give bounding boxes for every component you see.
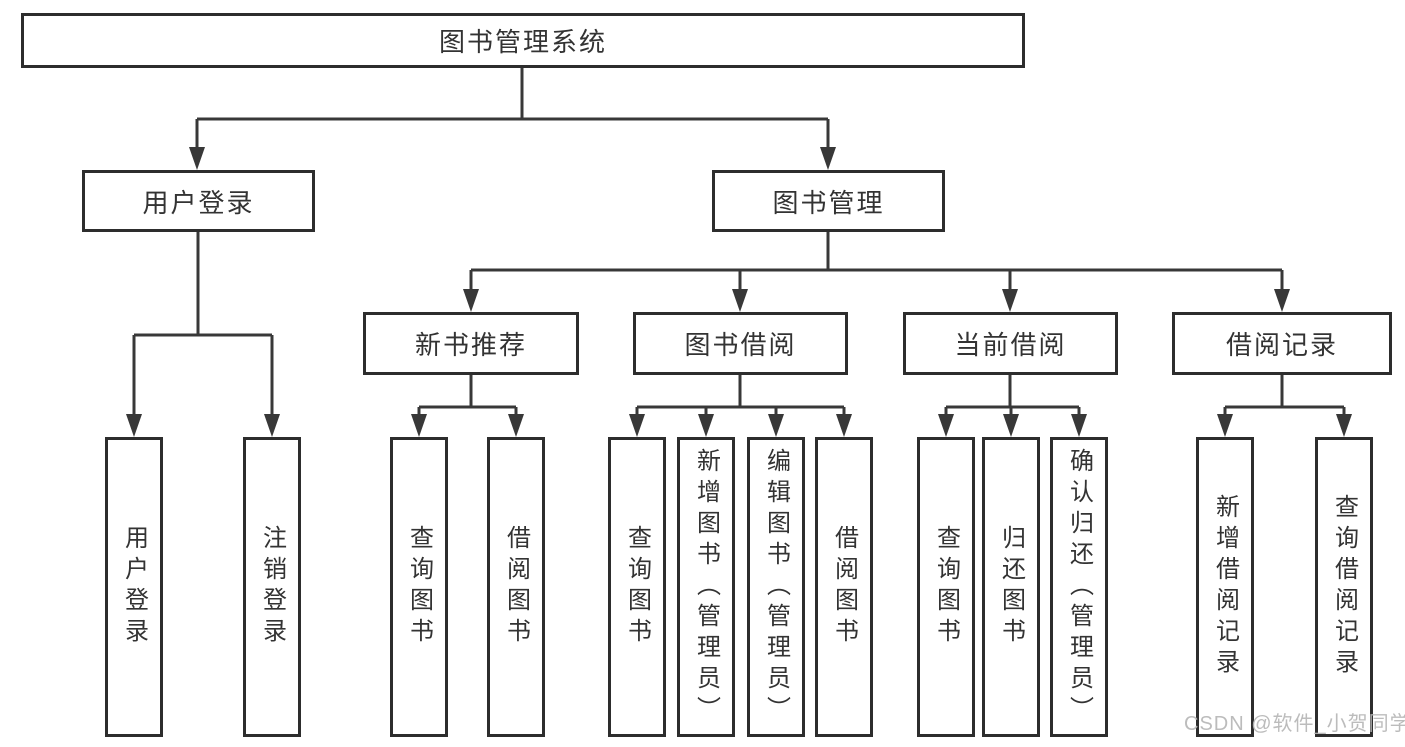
leaf-query-books-borrowing: 查询图书 [608,437,666,737]
node-label: 新增图书（管理员） [692,447,720,727]
connector-recommend-branch [417,375,518,416]
arrow-icon [629,414,645,437]
arrow-icon [1003,414,1019,437]
leaf-logout: 注销登录 [243,437,301,737]
connector-records-branch [1223,375,1346,416]
node-label: 图书管理 [772,187,885,218]
arrow-icon [463,289,479,312]
node-label: 当前借阅 [954,330,1067,360]
arrow-icon [264,414,280,437]
leaf-return-books: 归还图书 [982,437,1040,737]
connector-current-branch [944,375,1081,416]
arrow-icon [508,414,524,437]
leaf-user-login: 用户登录 [105,437,163,737]
leaf-confirm-return-admin: 确认归还（管理员） [1050,437,1108,737]
node-new-book-recommendation: 新书推荐 [363,312,579,375]
arrow-icon [820,147,836,170]
arrow-icon [189,147,205,170]
connector-borrowing-branch [635,375,846,416]
arrow-icon [732,289,748,312]
node-book-borrowing: 图书借阅 [633,312,848,375]
node-label: 编辑图书（管理员） [762,447,790,727]
leaf-add-book-admin: 新增图书（管理员） [677,437,735,737]
arrow-icon [836,414,852,437]
leaf-query-borrow-record: 查询借阅记录 [1315,437,1373,737]
node-library-management-system: 图书管理系统 [21,13,1025,68]
connector-root-to-level2 [195,68,830,150]
arrow-icon [1002,289,1018,312]
node-label: 查询借阅记录 [1330,494,1358,680]
csdn-watermark: CSDN @软件_小贺同学 [1184,713,1405,735]
arrow-icon [126,414,142,437]
connector-user-login-branch [132,232,274,416]
arrow-icon [411,414,427,437]
node-label: 借阅记录 [1225,330,1338,360]
arrow-icon [1274,289,1290,312]
node-label: 借阅图书 [502,525,530,649]
node-label: 查询图书 [623,525,651,649]
node-label: 新增借阅记录 [1211,494,1239,680]
node-user-login: 用户登录 [82,170,315,232]
arrow-icon [768,414,784,437]
leaf-borrow-books-borrowing: 借阅图书 [815,437,873,737]
arrowheads [126,147,1352,437]
arrow-icon [698,414,714,437]
node-label: 查询图书 [932,525,960,649]
node-label: 图书管理系统 [438,27,607,57]
node-label: 用户登录 [120,525,148,649]
connector-book-mgmt-branch [469,232,1284,291]
leaf-query-books-current: 查询图书 [917,437,975,737]
node-label: 查询图书 [405,525,433,649]
arrow-icon [1336,414,1352,437]
node-label: 借阅图书 [830,525,858,649]
node-label: 注销登录 [258,525,286,649]
arrow-icon [1071,414,1087,437]
node-label: 新书推荐 [414,330,527,360]
node-label: 图书借阅 [684,330,797,360]
node-book-management: 图书管理 [712,170,945,232]
arrow-icon [1217,414,1233,437]
leaf-add-borrow-record: 新增借阅记录 [1196,437,1254,737]
arrow-icon [938,414,954,437]
leaf-query-books-recommend: 查询图书 [390,437,448,737]
leaf-borrow-books-recommend: 借阅图书 [487,437,545,737]
node-label: 确认归还（管理员） [1065,447,1093,727]
node-label: 用户登录 [142,187,255,218]
node-label: 归还图书 [997,525,1025,649]
leaf-edit-book-admin: 编辑图书（管理员） [747,437,805,737]
node-current-borrowing: 当前借阅 [903,312,1118,375]
node-borrowing-records: 借阅记录 [1172,312,1392,375]
